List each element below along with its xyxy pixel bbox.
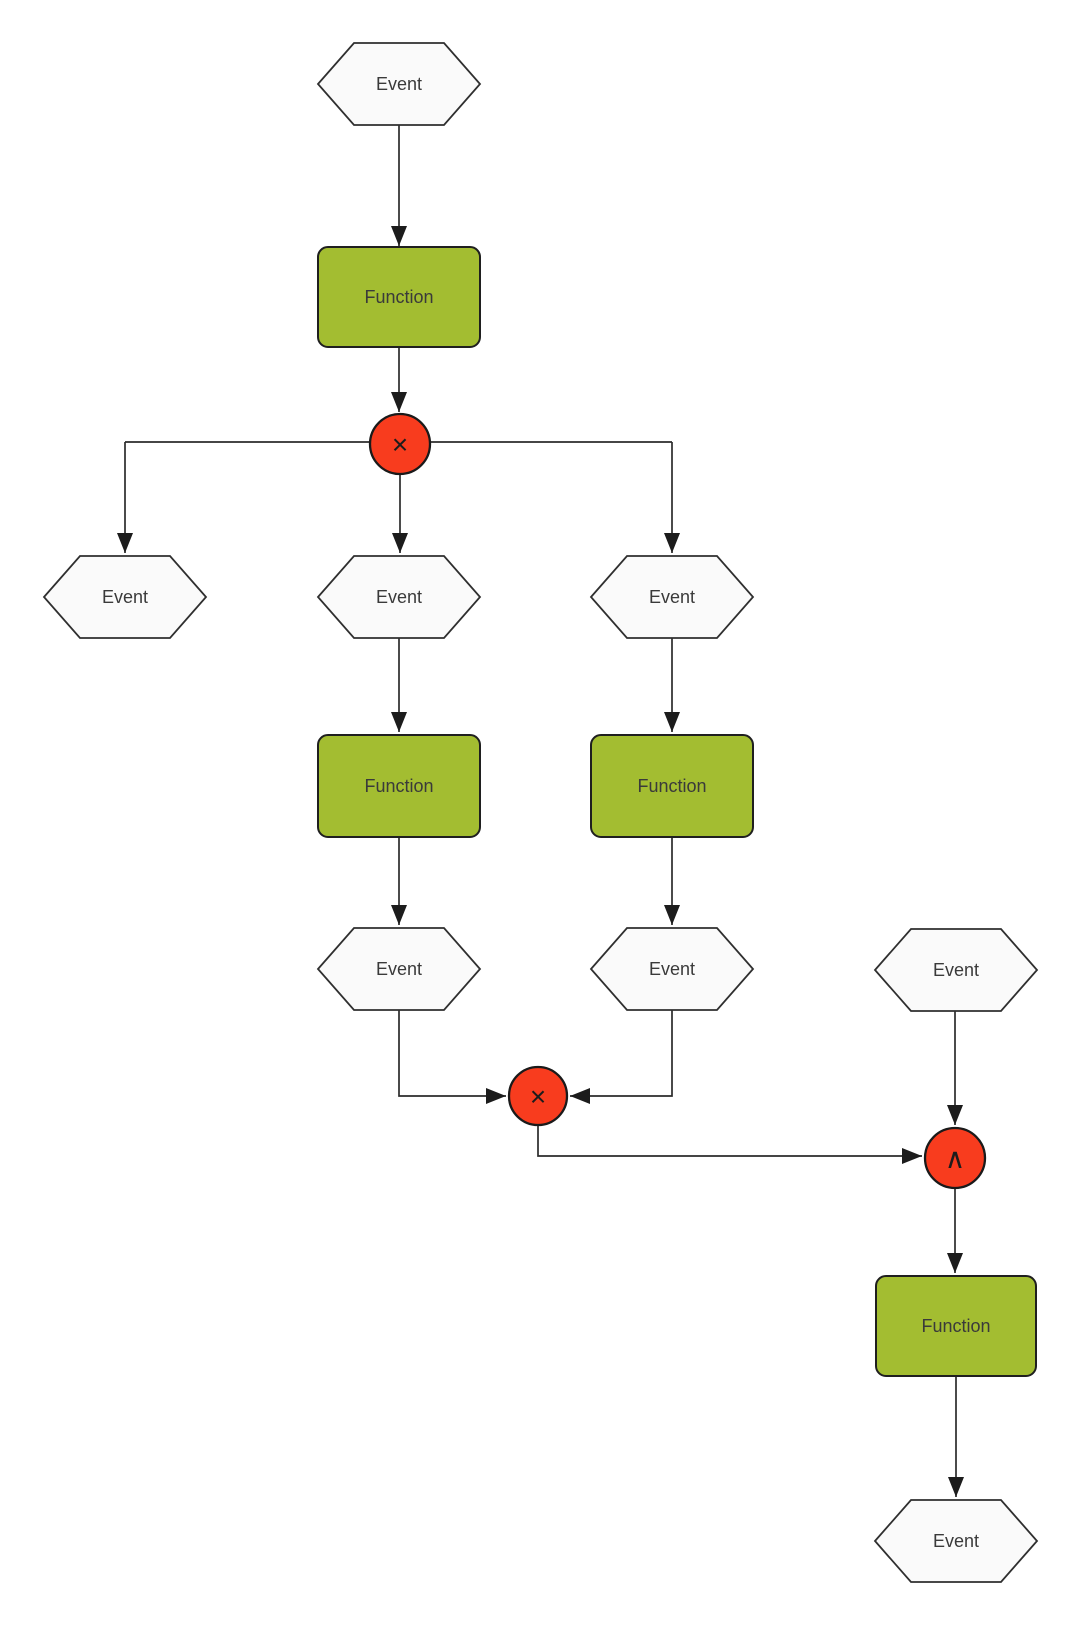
function-node-right: Function: [590, 734, 754, 838]
function-label: Function: [637, 776, 706, 796]
event-hexagon: [873, 928, 1039, 1012]
edge-xor-join-to-and-join: [537, 1125, 922, 1164]
xor-circle: [507, 1065, 569, 1127]
event-label: Event: [933, 1531, 979, 1551]
event-node-branch-left: Event: [42, 555, 208, 639]
function-node-mid: Function: [317, 734, 481, 838]
event-hexagon: [316, 927, 482, 1011]
function-box: [875, 1275, 1037, 1377]
xor-circle: [368, 412, 432, 476]
function-label: Function: [364, 776, 433, 796]
event-node-right-2: Event: [589, 927, 755, 1011]
and-connector-join: ∧: [923, 1126, 987, 1190]
xor-connector-join: ×: [507, 1065, 569, 1127]
function-box: [317, 246, 481, 348]
event-hexagon: [589, 555, 755, 639]
xor-symbol: ×: [392, 429, 408, 460]
event-label: Event: [649, 587, 695, 607]
event-node-top: Event: [316, 42, 482, 126]
event-node-branch-mid: Event: [316, 555, 482, 639]
and-symbol: ∧: [945, 1143, 966, 1174]
and-circle: [923, 1126, 987, 1190]
event-node-far-right: Event: [873, 928, 1039, 1012]
event-label: Event: [376, 959, 422, 979]
event-label: Event: [376, 587, 422, 607]
function-label: Function: [921, 1316, 990, 1336]
xor-symbol: ×: [530, 1081, 546, 1112]
event-label: Event: [376, 74, 422, 94]
event-node-mid-2: Event: [316, 927, 482, 1011]
event-node-branch-right: Event: [589, 555, 755, 639]
event-label: Event: [933, 960, 979, 980]
function-box: [317, 734, 481, 838]
event-label: Event: [649, 959, 695, 979]
event-hexagon: [873, 1499, 1039, 1583]
edges: [117, 125, 964, 1497]
function-node-main: Function: [317, 246, 481, 348]
xor-connector-split: ×: [368, 412, 432, 476]
edge-event-mid-2-to-xor-join: [398, 1010, 506, 1104]
event-hexagon: [42, 555, 208, 639]
event-hexagon: [316, 42, 482, 126]
edge-event-right-2-to-xor-join: [570, 1010, 673, 1104]
function-node-bottom: Function: [875, 1275, 1037, 1377]
event-label: Event: [102, 587, 148, 607]
function-box: [590, 734, 754, 838]
event-hexagon: [589, 927, 755, 1011]
event-node-bottom: Event: [873, 1499, 1039, 1583]
event-hexagon: [316, 555, 482, 639]
function-label: Function: [364, 287, 433, 307]
